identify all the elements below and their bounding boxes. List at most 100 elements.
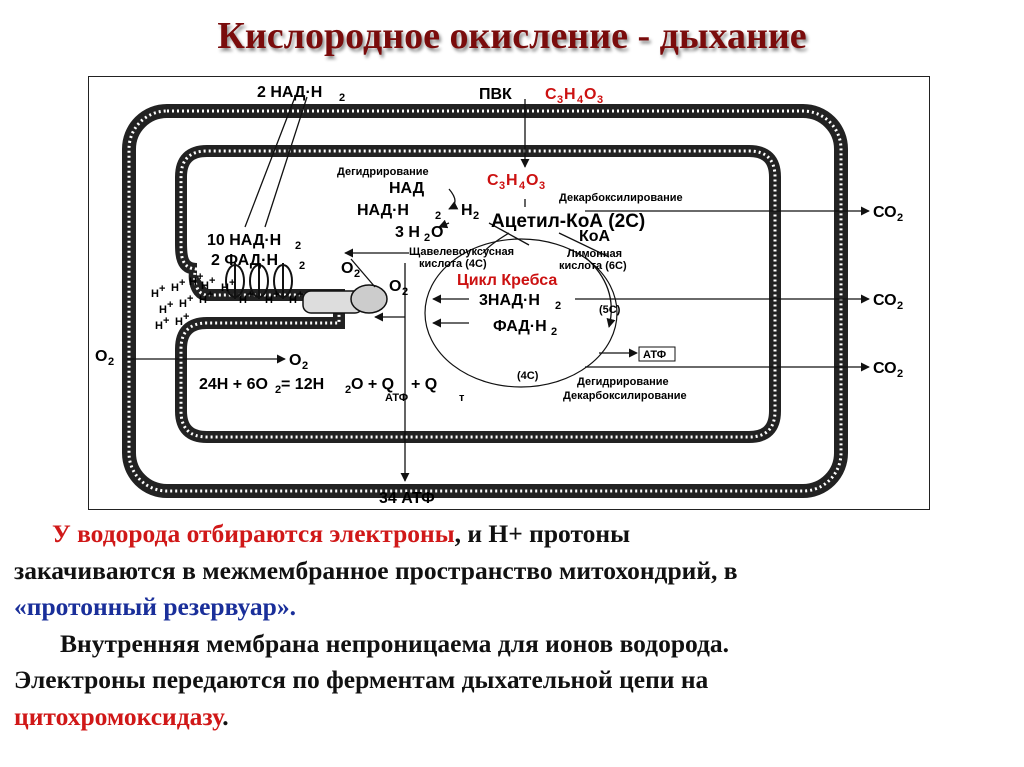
proton-reservoir-highlight: «протонный резервуар».	[14, 589, 1014, 626]
svg-text:+: +	[163, 315, 169, 327]
o2-inside-sub: 2	[302, 360, 308, 372]
svg-text:Н: Н	[221, 282, 229, 294]
svg-text:Н: Н	[189, 276, 197, 288]
atp-34-label: 34 АТФ	[379, 490, 435, 507]
respiration-equation: 24Н + 6О 2 = 12Н 2 О + Q + Q АТФ т	[199, 376, 465, 404]
svg-text:Н: Н	[171, 282, 179, 294]
svg-text:О: О	[584, 86, 596, 103]
svg-text:4: 4	[577, 94, 584, 106]
explanation-text: У водорода отбираются электроны, и Н+ пр…	[14, 516, 1014, 735]
svg-text:3: 3	[597, 94, 603, 106]
oxaloacetic-label-2: кислота (4С)	[419, 258, 487, 270]
water-sub: 2	[424, 232, 430, 244]
fadh2-label: ФАД·Н	[493, 318, 547, 335]
krebs-cycle-label: Цикл Кребса	[457, 272, 557, 289]
o2-inside-label: О	[289, 352, 301, 369]
electrons-highlight: У водорода отбираются электроны	[52, 519, 455, 548]
svg-text:+: +	[273, 289, 279, 301]
svg-text:+: +	[183, 311, 189, 323]
acetyl-coa-label: Ацетил-КоА (2С)	[491, 211, 645, 232]
decarboxylation-top-label: Декарбоксилирование	[559, 192, 683, 204]
svg-text:Н: Н	[506, 172, 518, 189]
svg-text:АТФ: АТФ	[385, 392, 408, 404]
svg-text:С: С	[487, 172, 499, 189]
svg-text:Н: Н	[289, 294, 297, 306]
o2-label-b-sub: 2	[402, 286, 408, 298]
protons-text: , и Н+ протоны	[455, 519, 630, 548]
dehydrogenation-bottom-label: Дегидрирование	[577, 376, 669, 388]
dehydrogenation-top-label: Дегидрирование	[337, 166, 429, 178]
svg-text:Н: Н	[179, 298, 187, 310]
svg-text:Н: Н	[175, 316, 183, 328]
nadh2-3-sub: 2	[555, 300, 561, 312]
nadh2-10-label: 10 НАД·Н	[207, 232, 281, 249]
nadh2-top-sub: 2	[339, 92, 345, 104]
svg-text:+: +	[229, 277, 235, 289]
atp-synthase	[226, 263, 387, 313]
paragraph-2-line-1: Внутренняя мембрана непроницаема для ион…	[14, 626, 1014, 663]
slide-title: Кислородное окисление - дыхание	[0, 14, 1024, 58]
mitochondria-diagram: 2 НАД·Н 2 ПВК С 3 Н 4 О 3 Дегидрирование…	[88, 76, 930, 510]
svg-text:+: +	[187, 293, 193, 305]
nadh2-top-label: 2 НАД·Н	[257, 84, 322, 101]
co2-label-1: СО	[873, 204, 897, 221]
paragraph-1-line-1: У водорода отбираются электроны, и Н+ пр…	[14, 516, 1014, 553]
h2-sub: 2	[473, 210, 479, 222]
svg-text:+: +	[167, 299, 173, 311]
svg-text:= 12Н: = 12Н	[281, 376, 324, 393]
atp-box-label: АТФ	[643, 349, 666, 361]
fadh2-sub: 2	[551, 326, 557, 338]
svg-text:+: +	[209, 275, 215, 287]
svg-text:Н: Н	[201, 280, 209, 292]
oxaloacetic-label: Щавелевоуксусная	[409, 246, 514, 258]
period: .	[222, 702, 228, 731]
nadh2-inner-sub: 2	[435, 210, 441, 222]
co2-label-2-sub: 2	[897, 300, 903, 312]
svg-text:+: +	[247, 289, 253, 301]
svg-text:3: 3	[557, 94, 563, 106]
o2-outside-sub: 2	[108, 356, 114, 368]
coa-label: КоА	[579, 228, 611, 245]
svg-text:4: 4	[519, 180, 526, 192]
citric-label: Лимонная	[567, 248, 622, 260]
svg-text:О: О	[526, 172, 538, 189]
fadh2-2-label: 2 ФАД·Н	[211, 252, 278, 269]
nadh2-inner-label: НАД·Н	[357, 202, 409, 219]
paragraph-2-line-2: Электроны передаются по ферментам дыхате…	[14, 662, 1014, 699]
h2-label: Н	[461, 202, 473, 219]
paragraph-1-line-2: закачиваются в межмембранное пространств…	[14, 553, 1014, 590]
pvk-formula-inner: С 3 Н 4 О 3	[487, 172, 545, 192]
c4-label: (4С)	[517, 370, 539, 382]
citric-label-2: кислота (6С)	[559, 260, 627, 272]
nad-label: НАД	[389, 180, 425, 197]
nadh2-10-sub: 2	[295, 240, 301, 252]
svg-text:+: +	[179, 277, 185, 289]
o2-label-b: О	[389, 278, 401, 295]
fadh2-2-sub: 2	[299, 260, 305, 272]
decarboxylation-bottom-label: Декарбоксилирование	[563, 390, 687, 402]
svg-text:Н: Н	[155, 320, 163, 332]
svg-text:О + Q: О + Q	[351, 376, 394, 393]
o2-label-a: О	[341, 260, 353, 277]
svg-text:Н: Н	[239, 294, 247, 306]
co2-label-2: СО	[873, 292, 897, 309]
co2-label-3: СО	[873, 360, 897, 377]
co2-label-3-sub: 2	[897, 368, 903, 380]
pvk-formula: С 3 Н 4 О 3	[545, 86, 603, 106]
svg-text:24Н + 6О: 24Н + 6О	[199, 376, 268, 393]
water-label: 3 Н	[395, 224, 420, 241]
svg-text:+: +	[159, 283, 165, 295]
svg-text:Н: Н	[265, 294, 273, 306]
pvk-label: ПВК	[479, 86, 512, 103]
water-o: О	[431, 224, 443, 241]
svg-text:Н: Н	[564, 86, 576, 103]
svg-text:С: С	[545, 86, 557, 103]
svg-text:Н: Н	[151, 288, 159, 300]
proton-reservoir-text: «протонный резервуар».	[14, 592, 296, 621]
svg-text:+ Q: + Q	[411, 376, 437, 393]
co2-label-1-sub: 2	[897, 212, 903, 224]
nadh2-3-label: 3НАД·Н	[479, 292, 540, 309]
o2-outside-label: О	[95, 348, 107, 365]
svg-text:т: т	[459, 392, 465, 404]
paragraph-2-line-3: цитохромоксидазу.	[14, 699, 1014, 736]
